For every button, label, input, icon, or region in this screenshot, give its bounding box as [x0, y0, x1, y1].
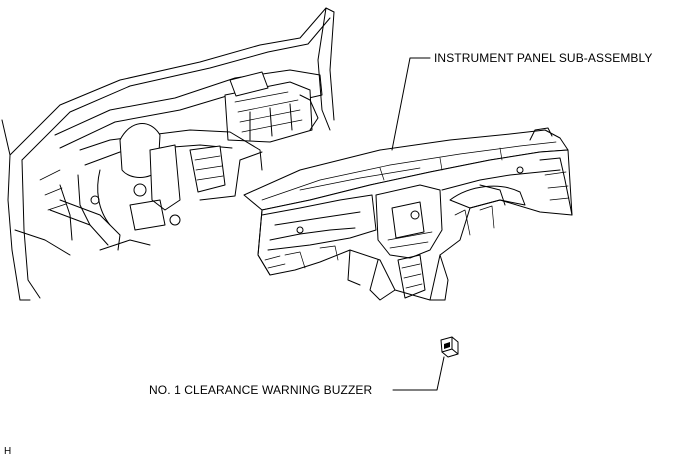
vehicle-body-outline	[1, 7, 335, 301]
corner-mark: H	[4, 446, 12, 457]
instrument-panel-leader-line	[391, 57, 431, 151]
buzzer-label: NO. 1 CLEARANCE WARNING BUZZER	[149, 383, 373, 397]
background-dashboard-frame	[14, 69, 323, 256]
instrument-panel-sub-assembly	[243, 127, 573, 301]
clearance-warning-buzzer	[440, 336, 459, 358]
instrument-panel-label: INSTRUMENT PANEL SUB-ASSEMBLY	[434, 51, 653, 65]
buzzer-leader-line	[392, 356, 445, 391]
